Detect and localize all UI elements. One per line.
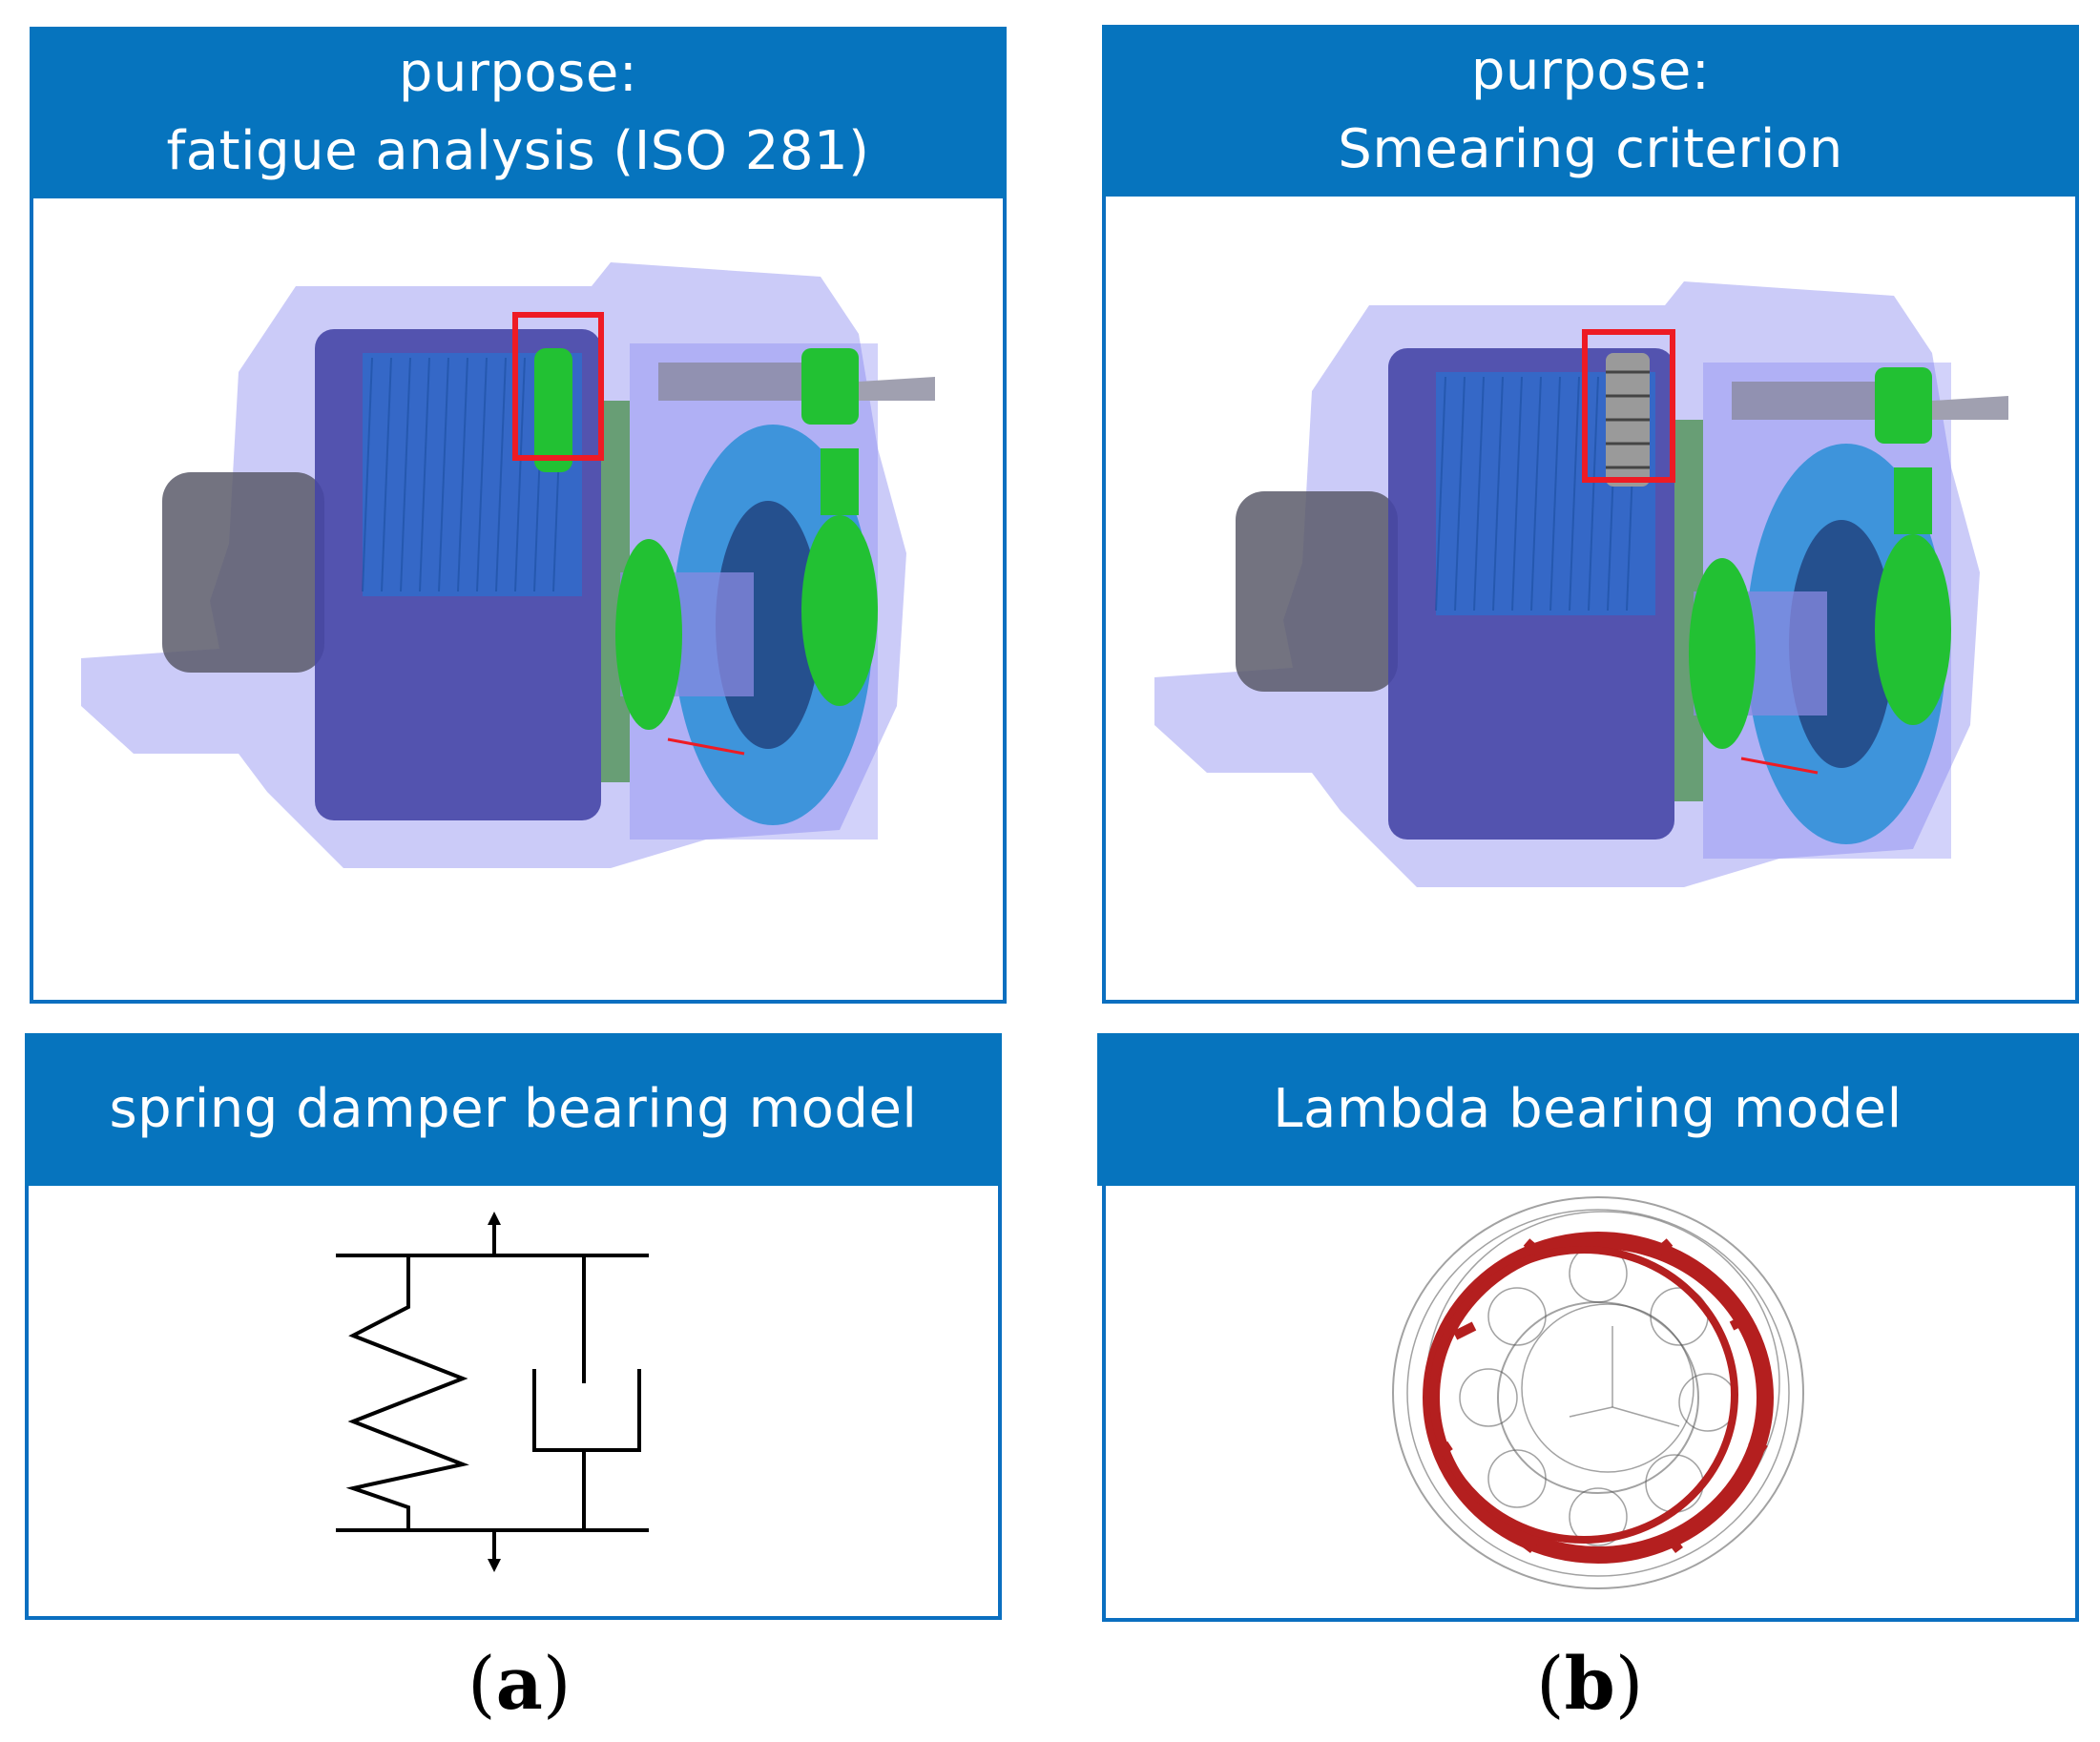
- panel-a-purpose-value: fatigue analysis (ISO 281): [166, 120, 870, 182]
- panel-a-caption: (a): [468, 1641, 572, 1726]
- panel-a-purpose-label: purpose:: [398, 42, 638, 104]
- panel-a-model-title: spring damper bearing model: [109, 1078, 918, 1140]
- drivetrain-model: [81, 262, 935, 868]
- panel-a-bearing-highlight: [512, 312, 604, 461]
- panel-b-purpose-header: purpose: Smearing criterion: [1102, 25, 2079, 197]
- panel-b-purpose-value: Smearing criterion: [1338, 118, 1843, 180]
- panel-a-model-header: spring damper bearing model: [25, 1033, 1002, 1186]
- lambda-bearing-render: [1392, 1196, 1804, 1589]
- panel-a-purpose-header: purpose: fatigue analysis (ISO 281): [30, 27, 1007, 198]
- panel-b-model-header: Lambda bearing model: [1097, 1033, 2078, 1186]
- panel-b-drivetrain-render: [1154, 281, 2008, 887]
- spring-element: [345, 1255, 469, 1530]
- panel-b-model-title: Lambda bearing model: [1273, 1078, 1902, 1140]
- panel-b-caption: (b): [1536, 1641, 1644, 1726]
- spring-damper-schematic: [336, 1212, 649, 1572]
- drivetrain-model: [1154, 281, 2008, 887]
- panel-a-drivetrain-render: [81, 262, 935, 868]
- damper-element: [532, 1369, 641, 1452]
- panel-b-bearing-highlight: [1582, 329, 1675, 483]
- panel-b-purpose-label: purpose:: [1470, 40, 1711, 102]
